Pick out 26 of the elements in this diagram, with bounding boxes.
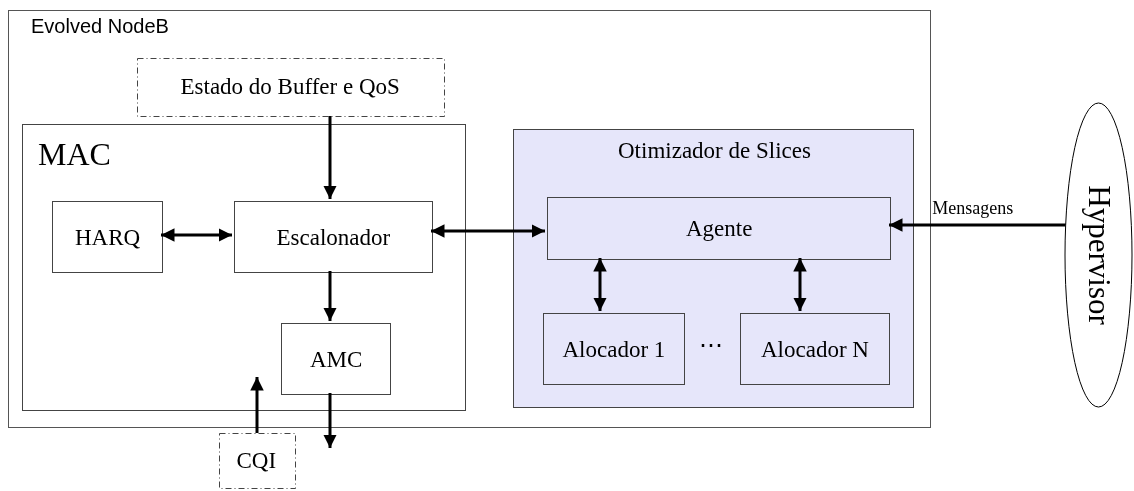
ellipsis-label: ⋯ <box>699 333 723 357</box>
process-box <box>281 323 391 395</box>
box-title: Otimizador de Slices <box>618 138 811 164</box>
box-title: Evolved NodeB <box>31 15 169 37</box>
box-label: Escalonador <box>276 224 391 250</box>
box-title: Hypervisor <box>1081 185 1116 325</box>
process-box <box>543 313 685 385</box>
box-label: HARQ <box>75 224 141 250</box>
ellipse-node <box>1064 102 1133 408</box>
process-box <box>513 129 914 408</box>
process-box <box>234 201 433 273</box>
container-box <box>8 10 931 428</box>
box-label: Alocador 1 <box>562 336 666 362</box>
box-title: MAC <box>38 137 111 173</box>
container-box <box>22 124 466 411</box>
edge-label: Mensagens <box>932 199 1014 219</box>
process-box <box>52 201 163 273</box>
process-box <box>547 197 891 260</box>
process-box <box>740 313 890 385</box>
input-box <box>137 58 445 117</box>
box-label: Estado do Buffer e QoS <box>180 74 400 100</box>
box-label: AMC <box>310 346 363 372</box>
box-label: Alocador N <box>761 336 869 362</box>
box-label: Agente <box>686 216 753 242</box>
box-label: CQI <box>236 447 277 473</box>
input-box <box>219 433 296 489</box>
